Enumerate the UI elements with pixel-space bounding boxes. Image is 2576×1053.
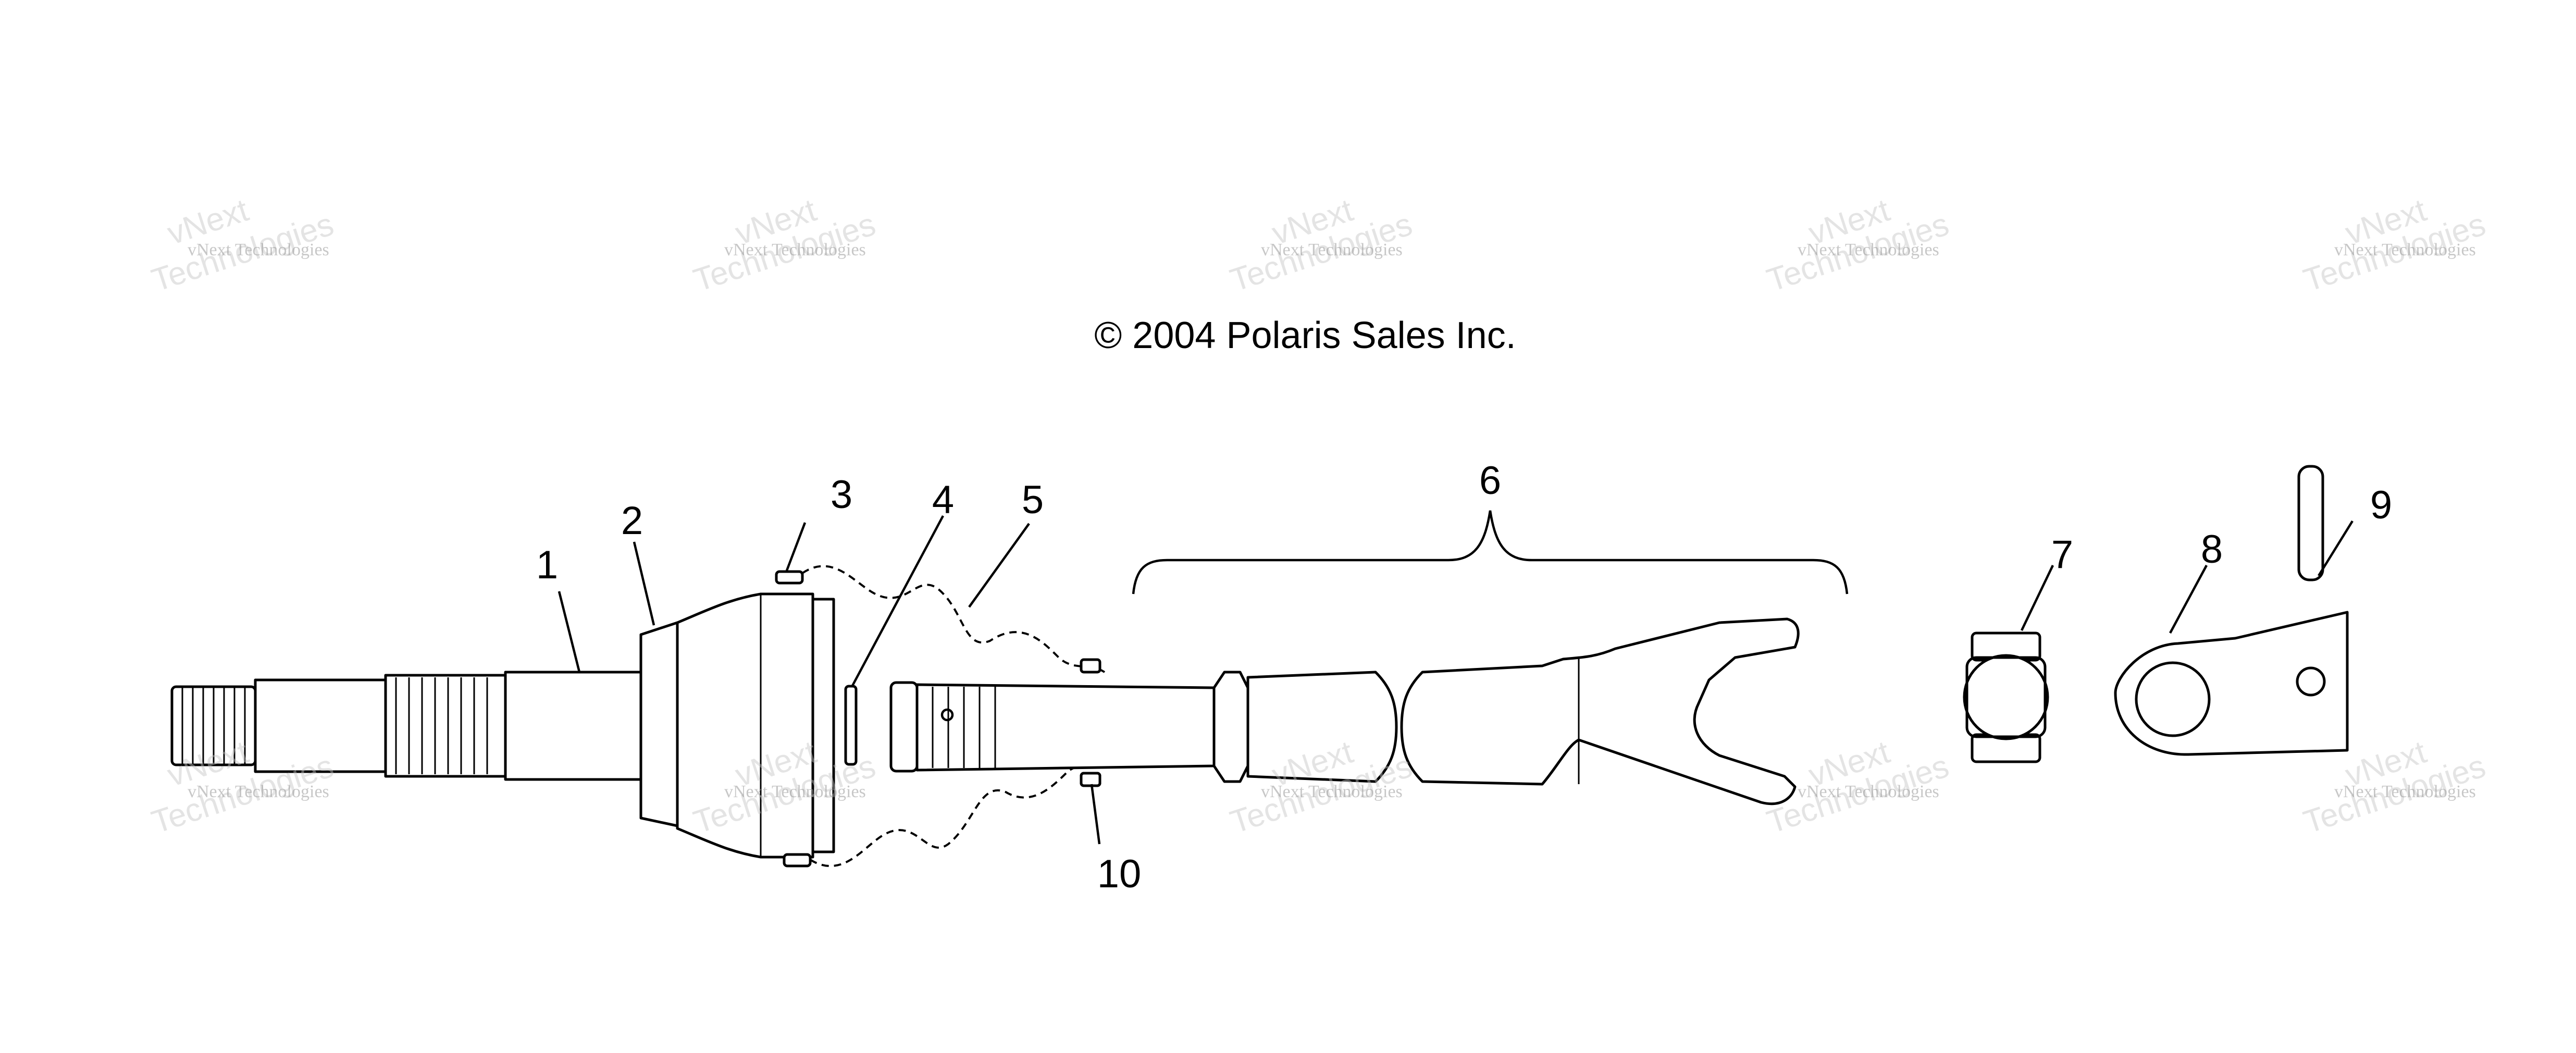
watermark-small-text: vNext Technologies (724, 782, 866, 801)
part-4-snap-ring (844, 685, 858, 766)
callout-9: 9 (2370, 483, 2392, 527)
watermark: vNext Technologies vNext Technologies (1763, 192, 1953, 299)
part-9-roll-pin (2297, 465, 2324, 581)
watermark-small-text: vNext Technologies (2334, 782, 2476, 801)
part-6-drive-shaft (889, 617, 1800, 806)
watermark-small-text: vNext Technologies (724, 240, 866, 259)
callout-4: 4 (932, 478, 954, 522)
watermark-small-text: vNext Technologies (2334, 240, 2476, 259)
watermark: vNext Technologies vNext Technologies (689, 192, 880, 299)
part-6-bracket (1132, 510, 1849, 594)
part-5-cv-boot (801, 565, 1110, 868)
callout-8: 8 (2201, 527, 2223, 572)
callout-5: 5 (1022, 478, 1044, 522)
watermark-small-text: vNext Technologies (188, 240, 329, 259)
callout-7: 7 (2051, 532, 2073, 577)
watermark: vNext Technologies vNext Technologies (1226, 192, 1417, 299)
watermark-small-text: vNext Technologies (1261, 240, 1403, 259)
copyright-text: © 2004 Polaris Sales Inc. (1094, 315, 1516, 356)
watermark-small-text: vNext Technologies (1798, 782, 1939, 801)
part-8-yoke (2114, 611, 2349, 756)
callout-2: 2 (621, 499, 643, 543)
callout-labels: 1 2 3 4 5 6 7 8 9 10 (536, 459, 2392, 896)
callout-1: 1 (536, 543, 558, 587)
part-10-clamp (1080, 772, 1101, 787)
leader-lines (558, 515, 2354, 845)
watermark: vNext Technologies vNext Technologies (147, 192, 338, 299)
callout-6: 6 (1479, 459, 1501, 503)
part-7-u-joint-cross (1963, 631, 2049, 763)
watermark-small-text: vNext Technologies (1798, 240, 1939, 259)
watermark: vNext Technologies vNext Technologies (2299, 192, 2490, 299)
part-2-cv-joint-housing (639, 592, 835, 859)
watermark-small-text: vNext Technologies (188, 782, 329, 801)
watermark-small-text: vNext Technologies (1261, 782, 1403, 801)
callout-10: 10 (1097, 852, 1142, 896)
callout-3: 3 (831, 473, 852, 517)
